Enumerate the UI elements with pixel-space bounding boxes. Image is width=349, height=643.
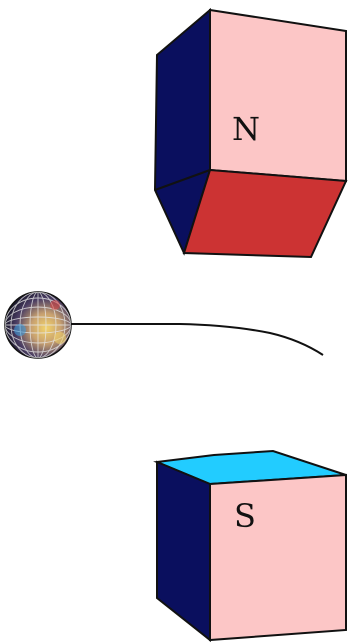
north-magnet-bottom-face [184,170,346,257]
south-magnet: S [157,451,346,640]
north-pole-label: N [232,110,260,148]
south-magnet-side-face [157,462,210,640]
trajectory-line [70,324,323,355]
south-pole-label: S [234,497,256,535]
wireframe-sphere-icon [5,292,71,358]
south-magnet-front-face [210,475,346,640]
north-magnet: N [155,10,346,257]
north-magnet-front-face [210,10,346,181]
